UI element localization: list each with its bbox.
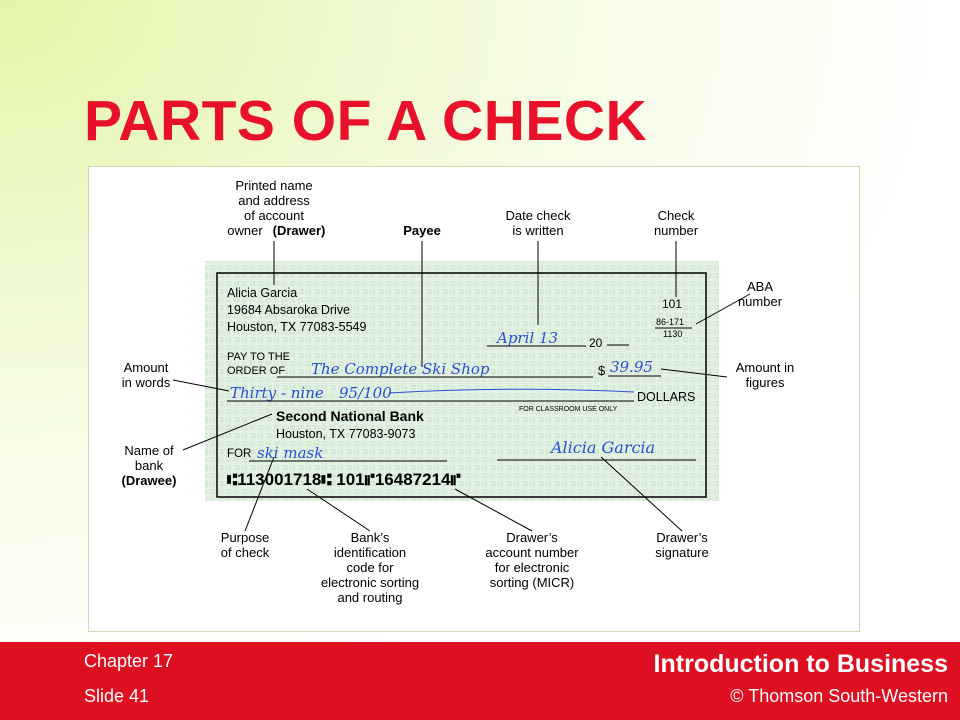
callout-account-number-line-3: for electronic	[495, 560, 570, 575]
callout-account-number-line-2: account number	[485, 545, 579, 560]
for-label: FOR	[227, 448, 251, 460]
leader-aba	[695, 293, 751, 325]
callout-account-number-line-1: Drawer’s	[506, 530, 558, 545]
slide-title: PARTS OF A CHECK	[84, 89, 648, 153]
memo-handwritten: ski mask	[257, 444, 323, 462]
leader-amount-words	[172, 379, 230, 392]
callout-bank-code-line-1: Bank’s	[351, 530, 390, 545]
callout-bank-code-line-5: and routing	[337, 590, 402, 605]
callout-owner-line-2: and address	[238, 193, 310, 208]
pay-to-line-2: ORDER OF	[227, 365, 285, 377]
payee-handwritten: The Complete Ski Shop	[311, 360, 490, 378]
leader-account-number	[454, 488, 533, 532]
callout-purpose: Purpose of check	[221, 530, 270, 560]
callout-purpose-line-2: of check	[221, 545, 270, 560]
callout-bank-line-2: bank	[135, 458, 164, 473]
callout-amount-words-line-2: in words	[122, 375, 171, 390]
footer-course-title: Introduction to Business	[653, 650, 948, 678]
callout-aba-line-2: number	[738, 294, 783, 309]
leader-signature	[600, 456, 683, 532]
callout-bank-bold: (Drawee)	[122, 473, 177, 488]
owner-name: Alicia Garcia	[227, 286, 297, 300]
callout-amount-words-line-1: Amount	[124, 360, 169, 375]
callout-signature-line-2: signature	[655, 545, 708, 560]
callout-date-line-1: Date check	[505, 208, 571, 223]
callout-signature-line-1: Drawer’s	[656, 530, 708, 545]
check-diagram: Alicia Garcia 19684 Absaroka Drive Houst…	[122, 178, 795, 605]
classroom-note: FOR CLASSROOM USE ONLY	[519, 406, 618, 413]
callout-bank-code-line-4: electronic sorting	[321, 575, 419, 590]
callout-check-number-line-2: number	[654, 223, 699, 238]
dollar-sign: $	[598, 363, 606, 378]
callout-check-number: Check number	[654, 208, 699, 238]
bank-location: Houston, TX 77083-9073	[276, 427, 416, 441]
micr-line: ⑆113001718⑆ 101⑈16487214⑈	[227, 470, 461, 489]
callout-account-number-line-4: sorting (MICR)	[490, 575, 575, 590]
date-prefix: 20	[589, 336, 603, 350]
aba-fraction-top: 86-171	[656, 317, 684, 327]
callout-bank-code-line-2: identification	[334, 545, 406, 560]
callout-bank: Name of bank (Drawee)	[122, 443, 177, 488]
owner-address-1: 19684 Absaroka Drive	[227, 303, 350, 317]
callout-owner-line-4: owner	[227, 223, 263, 238]
dollars-label: DOLLARS	[637, 390, 695, 404]
callout-amount-figures-line-2: figures	[745, 375, 785, 390]
callout-amount-words: Amount in words	[122, 360, 171, 390]
leader-bank	[182, 413, 273, 451]
amount-figures: 39.95	[610, 358, 653, 376]
callout-purpose-line-1: Purpose	[221, 530, 269, 545]
callout-date: Date check is written	[505, 208, 571, 238]
footer-chapter: Chapter 17	[84, 651, 174, 671]
leader-purpose	[244, 456, 275, 532]
callout-aba: ABA number	[738, 279, 783, 309]
callout-signature: Drawer’s signature	[655, 530, 708, 560]
amount-cents: 95/100	[339, 384, 392, 402]
callout-payee: Payee	[403, 223, 441, 238]
callout-owner-bold: (Drawer)	[273, 223, 326, 238]
callout-owner-line-1: Printed name	[235, 178, 312, 193]
footer-copyright: © Thomson South-Western	[730, 686, 948, 706]
callout-bank-code-line-3: code for	[347, 560, 395, 575]
check-border	[216, 272, 707, 498]
owner-address-2: Houston, TX 77083-5549	[227, 320, 367, 334]
leader-bank-code	[306, 488, 371, 532]
leader-amount-figures	[660, 368, 728, 378]
callout-account-number: Drawer’s account number for electronic s…	[485, 530, 579, 590]
callout-aba-line-1: ABA	[747, 279, 773, 294]
callout-amount-figures: Amount in figures	[736, 360, 795, 390]
callout-owner-line-3: of account	[244, 208, 304, 223]
callout-bank-line-1: Name of	[124, 443, 174, 458]
callout-owner: Printed name and address of account owne…	[227, 178, 325, 238]
amount-words-strike	[388, 388, 635, 394]
footer-bar: Chapter 17 Slide 41 Introduction to Busi…	[0, 642, 960, 720]
aba-fraction-bottom: 1130	[663, 329, 682, 339]
date-handwritten: April 13	[495, 329, 558, 347]
check-diagram-panel: Alicia Garcia 19684 Absaroka Drive Houst…	[88, 166, 860, 632]
callout-check-number-line-1: Check	[658, 208, 695, 223]
callout-bank-code: Bank’s identification code for electroni…	[321, 530, 419, 605]
callout-amount-figures-line-1: Amount in	[736, 360, 795, 375]
signature-handwritten: Alicia Garcia	[549, 438, 655, 457]
pay-to-line-1: PAY TO THE	[227, 351, 290, 363]
bank-name: Second National Bank	[276, 408, 424, 424]
amount-words: Thirty - nine	[230, 384, 324, 402]
footer-slide-number: Slide 41	[84, 686, 150, 706]
check-number: 101	[662, 297, 682, 311]
callout-date-line-2: is written	[512, 223, 563, 238]
